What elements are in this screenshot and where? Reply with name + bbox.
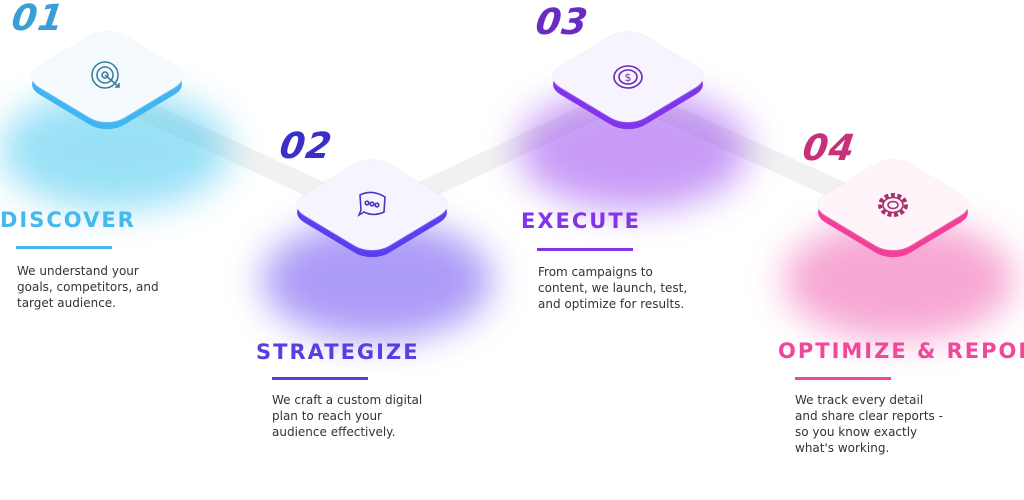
step-4-underline — [795, 377, 891, 380]
step-1-title: DISCOVER — [0, 208, 136, 232]
step-4-description: We track every detail and share clear re… — [795, 393, 943, 455]
step-4-tile — [808, 150, 978, 264]
step-3-title: EXECUTE — [521, 209, 642, 233]
step-2-tile — [287, 150, 457, 264]
step-2-description: We craft a custom digital plan to reach … — [272, 393, 423, 439]
gear-icon — [878, 193, 908, 217]
step-1-number: 01 — [9, 0, 67, 39]
step-3-underline — [537, 248, 633, 251]
svg-text:$: $ — [625, 71, 632, 84]
step-2-title: STRATEGIZE — [256, 340, 420, 364]
target-icon — [91, 61, 120, 89]
step-3-description: From campaigns to content, we launch, te… — [538, 265, 688, 311]
step-3-tile: $ — [543, 22, 713, 136]
step-2-underline — [272, 377, 368, 380]
step-4-number: 04 — [800, 128, 858, 169]
chat-bubble-icon — [357, 191, 386, 217]
dollar-coin-icon: $ — [613, 65, 643, 89]
step-1-underline — [16, 246, 112, 249]
step-1-tile — [22, 22, 192, 136]
step-2-number: 02 — [277, 126, 335, 167]
step-4-title: OPTIMIZE & REPORT — [778, 339, 1024, 363]
step-1-description: We understand your goals, competitors, a… — [17, 264, 159, 310]
step-3-number: 03 — [533, 2, 591, 43]
